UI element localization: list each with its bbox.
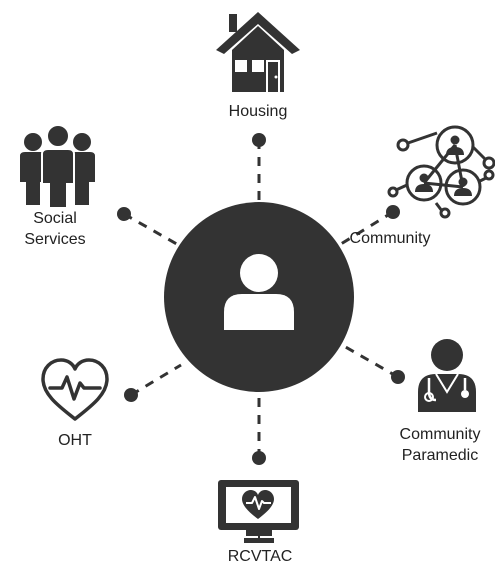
label-line: Community [399, 426, 481, 443]
connector-paramedic [341, 343, 399, 379]
group-of-people-icon [20, 124, 95, 209]
heart-pulse-icon [41, 358, 109, 421]
label-line: Community [349, 230, 431, 247]
community-network-icon [387, 125, 495, 219]
person-icon [224, 254, 294, 330]
connector-dot-rcvtac [252, 451, 266, 465]
house-icon [216, 12, 300, 92]
label-oht: OHT [40, 430, 110, 451]
label-line: Services [24, 231, 86, 248]
connector-dot-housing [252, 133, 266, 147]
label-line: RCVTAC [227, 548, 293, 565]
connector-dot-social [117, 207, 131, 221]
center-hub [164, 202, 354, 392]
connector-dot-community [386, 205, 400, 219]
label-housing: Housing [198, 101, 318, 122]
label-line: Housing [228, 103, 288, 120]
connector-oht [130, 363, 182, 397]
label-rcvtac: RCVTAC [200, 546, 320, 567]
connector-dot-paramedic [391, 370, 405, 384]
label-line: OHT [58, 432, 92, 449]
label-social-services: Social Services [2, 208, 108, 250]
monitor-heart-icon [218, 480, 299, 543]
connector-dot-oht [124, 388, 138, 402]
paramedic-icon [418, 339, 476, 412]
label-line: Social [33, 210, 77, 227]
connector-social [123, 212, 183, 249]
connector-community [335, 210, 394, 249]
label-community: Community [330, 228, 450, 249]
label-line: Paramedic [401, 447, 479, 464]
label-community-paramedic: Community Paramedic [384, 424, 495, 466]
